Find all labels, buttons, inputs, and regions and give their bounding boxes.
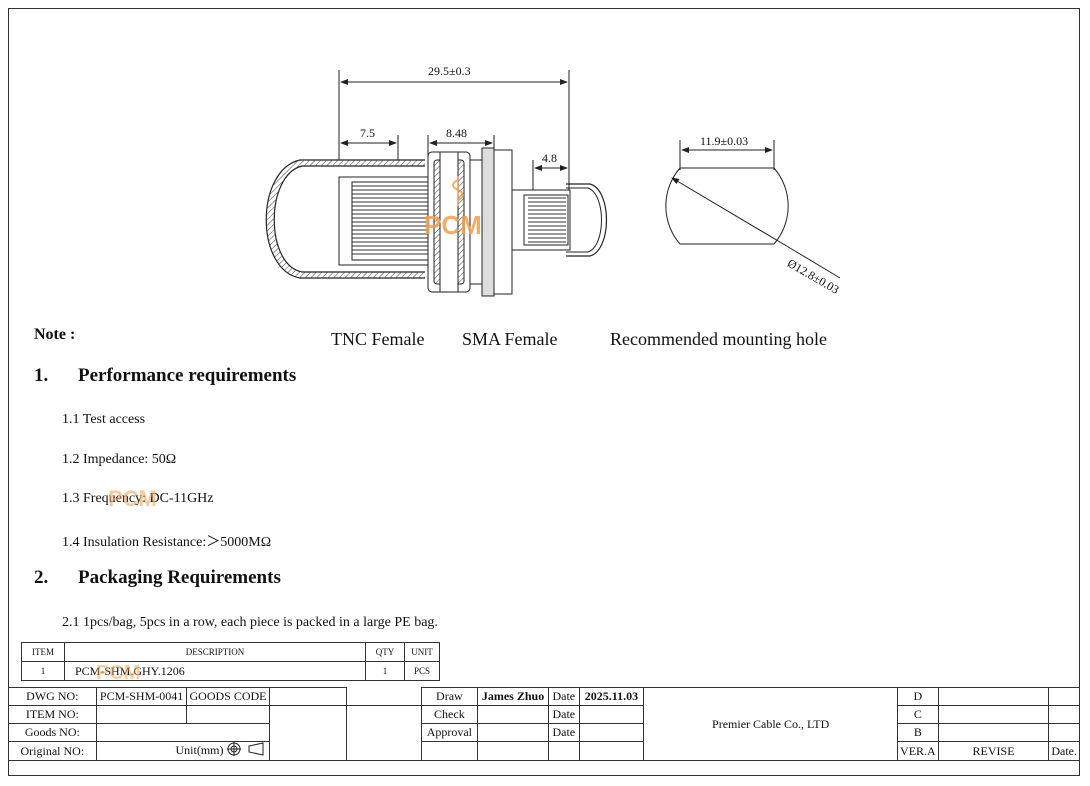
bom-row: 1 PCM-SHM.GHY.1206 1 PCS bbox=[21, 661, 440, 681]
goods-code-label: GOODS CODE bbox=[186, 687, 270, 706]
note-label: Note : bbox=[34, 326, 76, 343]
hex-nut bbox=[427, 147, 513, 297]
bom-unit: PCS bbox=[404, 661, 440, 681]
bom-header-item: ITEM bbox=[21, 642, 65, 662]
section-2-number: 2. bbox=[34, 567, 49, 588]
ver-label: VER.A bbox=[897, 741, 939, 761]
watermark-text: PCM bbox=[108, 486, 157, 511]
tnc-label: TNC Female bbox=[331, 329, 425, 349]
bom-table: ITEM DESCRIPTION QTY UNIT 1 PCM-SHM.GHY.… bbox=[21, 642, 440, 681]
watermark-text: PCM bbox=[96, 662, 141, 684]
section-1-title: Performance requirements bbox=[78, 365, 297, 386]
sma-label: SMA Female bbox=[462, 329, 558, 349]
section-1-number: 1. bbox=[34, 365, 49, 386]
goods-no-label: Goods NO: bbox=[8, 723, 97, 742]
projection-symbol-icon bbox=[226, 742, 267, 760]
bom-header-description: DESCRIPTION bbox=[64, 642, 366, 662]
dim-sma bbox=[532, 160, 568, 190]
mounting-hole bbox=[665, 140, 841, 279]
dust-cap bbox=[265, 159, 425, 279]
hole-label: Recommended mounting hole bbox=[610, 329, 827, 349]
check-label: Check bbox=[420, 705, 479, 724]
revision-c: C bbox=[897, 705, 939, 724]
dim-sma-text: 4.8 bbox=[542, 151, 557, 165]
date-label: Date bbox=[547, 687, 580, 706]
dwg-no-value: PCM-SHM-0041 bbox=[95, 687, 188, 706]
approval-label: Approval bbox=[420, 723, 479, 742]
date-label: Date bbox=[547, 723, 580, 742]
watermark-text: PCM bbox=[424, 210, 482, 240]
dim-tnc-text: 7.5 bbox=[360, 126, 375, 140]
draw-date: 2025.11.03 bbox=[578, 687, 645, 706]
date-label: Date bbox=[547, 705, 580, 724]
dim-hole-flat-text: 11.9±0.03 bbox=[700, 134, 749, 148]
spec-item: 1.3 Frequency: DC-11GHz bbox=[62, 491, 214, 506]
section-2-title: Packaging Requirements bbox=[78, 567, 281, 588]
original-no-label: Original NO: bbox=[8, 741, 97, 761]
packaging-item: 2.1 1pcs/bag, 5pcs in a row, each piece … bbox=[62, 615, 438, 630]
revise-label: REVISE bbox=[937, 741, 1050, 761]
sma-cap bbox=[566, 183, 607, 257]
tnc-threads bbox=[352, 185, 428, 255]
drawing-sheet bbox=[8, 8, 1080, 776]
spec-item: 1.2 Impedance: 50Ω bbox=[62, 452, 177, 467]
revision-b: B bbox=[897, 723, 939, 742]
spec-item: 1.1 Test access bbox=[62, 412, 146, 427]
bom-qty: 1 bbox=[365, 661, 405, 681]
dwg-no-label: DWG NO: bbox=[8, 687, 97, 706]
draw-label: Draw bbox=[420, 687, 479, 706]
connector-drawing bbox=[265, 70, 841, 297]
unit-cell: Unit(mm) bbox=[95, 741, 270, 761]
sma-threads bbox=[528, 197, 566, 243]
item-no-label: ITEM NO: bbox=[8, 705, 97, 724]
drawer-name: James Zhuo bbox=[477, 687, 549, 706]
sma-body bbox=[511, 189, 571, 251]
dim-nut-text: 8.48 bbox=[446, 126, 467, 140]
bom-header-qty: QTY bbox=[365, 642, 405, 662]
pcm-watermark-logo bbox=[452, 176, 464, 206]
unit-label: Unit(mm) bbox=[175, 742, 224, 757]
bom-description: PCM-SHM.GHY.1206 bbox=[64, 661, 366, 681]
dim-overall-text: 29.5±0.3 bbox=[428, 64, 471, 78]
company-name: Premier Cable Co., LTD bbox=[643, 687, 899, 761]
dim-overall bbox=[338, 70, 570, 190]
bom-item: 1 bbox=[21, 661, 65, 681]
revision-d: D bbox=[897, 687, 939, 706]
bom-header-row: ITEM DESCRIPTION QTY UNIT bbox=[21, 642, 440, 662]
title-block: DWG NO: PCM-SHM-0041 GOODS CODE Draw Jam… bbox=[8, 687, 1080, 761]
spec-item: 1.4 Insulation Resistance:＞5000MΩ bbox=[62, 535, 272, 550]
rev-date-label: Date. bbox=[1048, 741, 1080, 761]
dim-tnc-length bbox=[340, 135, 399, 160]
bom-header-unit: UNIT bbox=[404, 642, 440, 662]
